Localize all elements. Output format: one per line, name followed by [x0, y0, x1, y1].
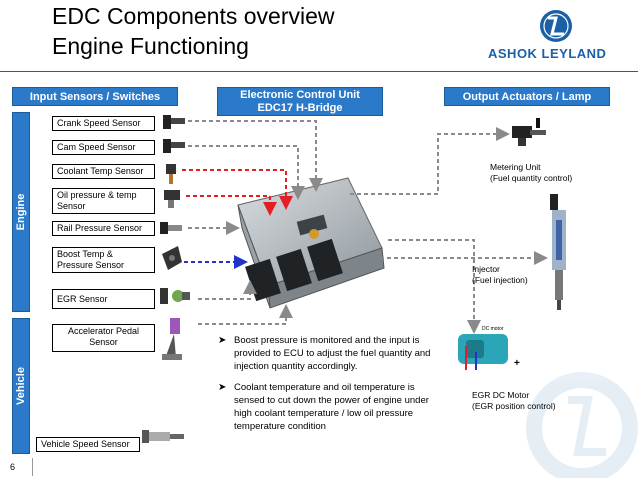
temperature-signal-arrows — [182, 169, 293, 216]
sensor-boost-temp-pressure: Boost Temp & Pressure Sensor — [52, 247, 155, 273]
output-signal-arrows — [350, 127, 548, 334]
output-actuators-header: Output Actuators / Lamp — [444, 87, 610, 106]
metering-unit-image-icon — [512, 118, 546, 146]
sensor-cam-speed: Cam Speed Sensor — [52, 140, 155, 155]
injector-label-line2: (Fuel injection) — [472, 275, 528, 285]
injector-label: Injector (Fuel injection) — [472, 264, 528, 286]
vehicle-speed-sensor-image-icon — [142, 430, 184, 443]
sensor-accelerator-pedal: Accelerator Pedal Sensor — [52, 324, 155, 352]
sensor-egr: EGR Sensor — [52, 289, 155, 309]
sensor-coolant-temp-label: Coolant Temp Sensor — [57, 166, 144, 176]
egr-dc-motor-image-icon: + — [458, 334, 520, 370]
crank-signal-arrow — [188, 120, 323, 192]
accelerator-pedal-image-icon — [162, 318, 182, 360]
arrow-bullet-icon: ➤ — [218, 382, 227, 393]
injector-label-line1: Injector — [472, 264, 500, 274]
sensor-accel-label-line2: Sensor — [89, 337, 118, 347]
cam-sensor-image-icon — [163, 139, 185, 153]
egr-motor-label: EGR DC Motor (EGR position control) — [472, 390, 556, 412]
header-divider — [0, 71, 638, 72]
metering-unit-label-line2: (Fuel quantity control) — [490, 173, 573, 183]
note-coolant-oil: ➤ Coolant temperature and oil temperatur… — [218, 381, 446, 433]
metering-unit-label: Metering Unit (Fuel quantity control) — [490, 162, 572, 184]
sensor-oil-label-line1: Oil pressure & temp — [57, 190, 137, 200]
oil-signal-arrow — [186, 195, 277, 216]
sensor-crank-speed: Crank Speed Sensor — [52, 116, 155, 131]
egr-motor-label-line1: EGR DC Motor — [472, 390, 530, 400]
metering-unit-label-line1: Metering Unit — [490, 162, 541, 172]
page-number: 6 — [10, 462, 16, 472]
ecu-header-line1: Electronic Control Unit — [240, 89, 360, 101]
engine-group-bar: Engine — [12, 112, 30, 312]
vehicle-group-bar: Vehicle — [12, 318, 30, 454]
coolant-sensor-image-icon — [166, 164, 176, 184]
sensor-rail-pressure: Rail Pressure Sensor — [52, 221, 155, 236]
rail-sensor-image-icon — [160, 222, 182, 234]
dc-motor-tag: DC motor — [482, 326, 504, 332]
egr-motor-output-arrow — [388, 239, 481, 334]
sensor-coolant-temp: Coolant Temp Sensor — [52, 164, 155, 179]
metering-output-arrow — [350, 127, 510, 195]
arrow-bullet-icon: ➤ — [218, 335, 227, 346]
watermark-emblem-icon — [526, 372, 638, 478]
ecu-unit-image-icon — [237, 177, 385, 309]
sensor-oil-pressure-temp: Oil pressure & temp Sensor — [52, 188, 155, 214]
ashok-leyland-emblem-icon — [540, 10, 572, 42]
company-logo: ASHOK LEYLAND — [488, 8, 628, 64]
sensor-oil-label-line2: Sensor — [57, 201, 86, 211]
page-title: EDC Components overview — [52, 3, 335, 29]
sensor-cam-speed-label: Cam Speed Sensor — [57, 142, 136, 152]
sensor-accel-label-line1: Accelerator Pedal — [67, 326, 140, 336]
egr-sensor-image-icon — [160, 288, 190, 304]
logo-wordmark: ASHOK LEYLAND — [488, 46, 607, 61]
oil-sensor-image-icon — [164, 190, 180, 208]
accel-signal-arrow — [198, 304, 293, 325]
note-coolant-text: Coolant temperature and oil temperature … — [234, 382, 429, 432]
note-boost-text: Boost pressure is monitored and the inpu… — [234, 335, 431, 372]
egr-signal-arrow — [198, 280, 257, 300]
input-signal-arrows — [188, 120, 323, 325]
input-sensors-header-label: Input Sensors / Switches — [29, 91, 161, 103]
sensor-egr-label: EGR Sensor — [57, 294, 108, 304]
boost-sensor-image-icon — [162, 246, 182, 270]
page-subtitle: Engine Functioning — [52, 33, 249, 59]
sensor-boost-label-line1: Boost Temp & — [57, 249, 113, 259]
cam-signal-arrow — [188, 145, 305, 200]
sensor-boost-label-line2: Pressure Sensor — [57, 260, 125, 270]
crank-sensor-image-icon — [163, 115, 185, 129]
coolant-signal-arrow — [182, 169, 293, 210]
note-boost-pressure: ➤ Boost pressure is monitored and the in… — [218, 334, 446, 373]
ecu-header-line2: EDC17 H-Bridge — [257, 102, 343, 114]
output-actuators-header-label: Output Actuators / Lamp — [462, 91, 592, 103]
sensor-rail-pressure-label: Rail Pressure Sensor — [57, 223, 143, 233]
sensor-crank-speed-label: Crank Speed Sensor — [57, 118, 141, 128]
input-sensors-header: Input Sensors / Switches — [12, 87, 178, 106]
svg-text:+: + — [514, 358, 520, 369]
explanation-notes: ➤ Boost pressure is monitored and the in… — [218, 334, 446, 441]
sensor-vehicle-speed-label: Vehicle Speed Sensor — [41, 439, 130, 449]
egr-motor-label-line2: (EGR position control) — [472, 401, 556, 411]
sensor-vehicle-speed: Vehicle Speed Sensor — [36, 437, 140, 452]
injector-image-icon — [550, 194, 566, 310]
ecu-header: Electronic Control Unit EDC17 H-Bridge — [217, 87, 383, 116]
page-number-divider — [32, 458, 33, 476]
